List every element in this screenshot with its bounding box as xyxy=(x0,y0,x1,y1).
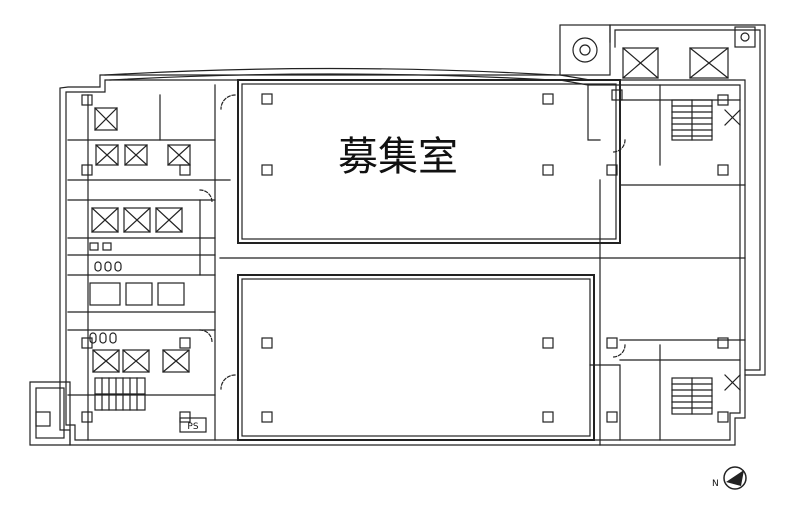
terrace-corner-mark xyxy=(740,32,750,42)
fan-icon-core xyxy=(579,44,591,56)
vacancy-label: 募集室 xyxy=(338,134,458,180)
core-walls xyxy=(67,84,231,441)
annex-box xyxy=(35,411,51,427)
ps-label: PS xyxy=(187,422,198,432)
elevator-bank-upper xyxy=(94,107,191,166)
terrace-inner xyxy=(614,29,761,371)
north-arrow-icon: N xyxy=(712,466,747,490)
fan-icon xyxy=(572,37,598,63)
roof-curve xyxy=(104,67,556,76)
room-lower xyxy=(237,274,595,441)
north-label: N xyxy=(712,479,719,489)
elevator-bank-lower xyxy=(89,282,190,373)
building-outline xyxy=(59,74,746,446)
shaft-box-b-cross xyxy=(689,47,729,79)
stair-right-upper xyxy=(671,99,713,141)
stair-left xyxy=(94,377,146,411)
right-core-walls xyxy=(587,84,741,441)
toilet-fixtures xyxy=(89,242,122,344)
terrace-corner-box xyxy=(734,26,756,48)
room-lower-inner xyxy=(241,278,591,437)
columns xyxy=(81,89,729,423)
vacancy-room-upper-inner xyxy=(241,83,617,240)
building-outline-inner xyxy=(65,79,741,441)
elevator-bank-middle xyxy=(91,207,183,233)
door-swings xyxy=(199,94,626,390)
annex-outline xyxy=(29,381,71,446)
stair-right-lower xyxy=(671,377,713,415)
roof-curve-inner xyxy=(109,73,553,81)
shaft-box-a xyxy=(622,47,659,79)
utility-box-top xyxy=(559,24,611,76)
shaft-box-b xyxy=(689,47,729,79)
ps-box xyxy=(179,417,207,433)
shaft-box-a-cross xyxy=(622,47,659,79)
